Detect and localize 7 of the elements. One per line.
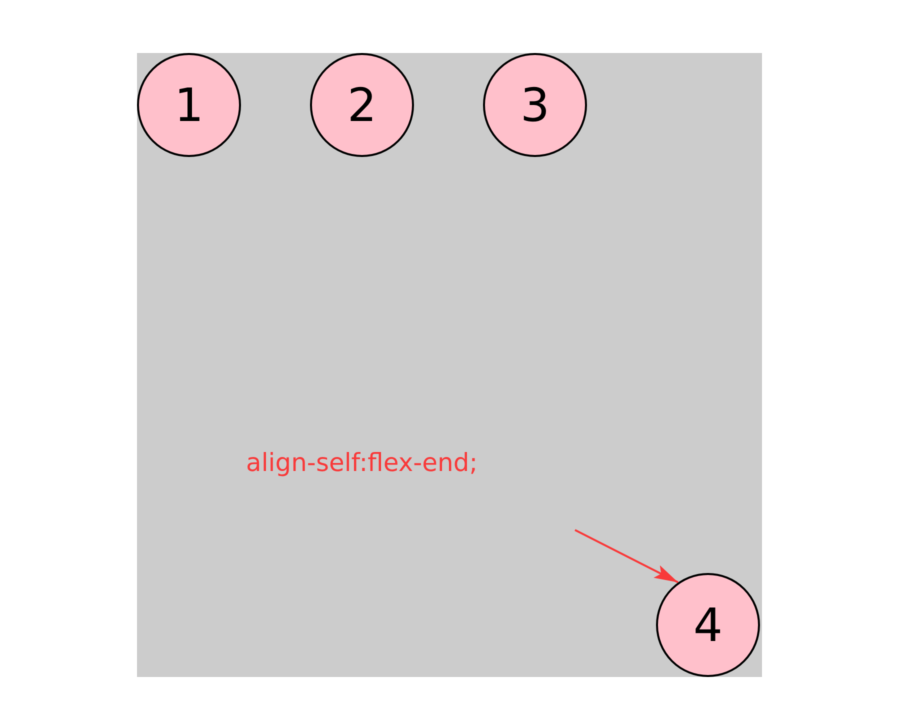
numbered-circle: 4 [656,573,760,677]
arrow [574,529,679,584]
code-annotation: align-self:flex-end; [246,448,478,478]
numbered-circle: 3 [483,53,587,157]
numbered-circle: 2 [310,53,414,157]
numbered-circle: 1 [137,53,241,157]
container-panel [137,53,762,677]
